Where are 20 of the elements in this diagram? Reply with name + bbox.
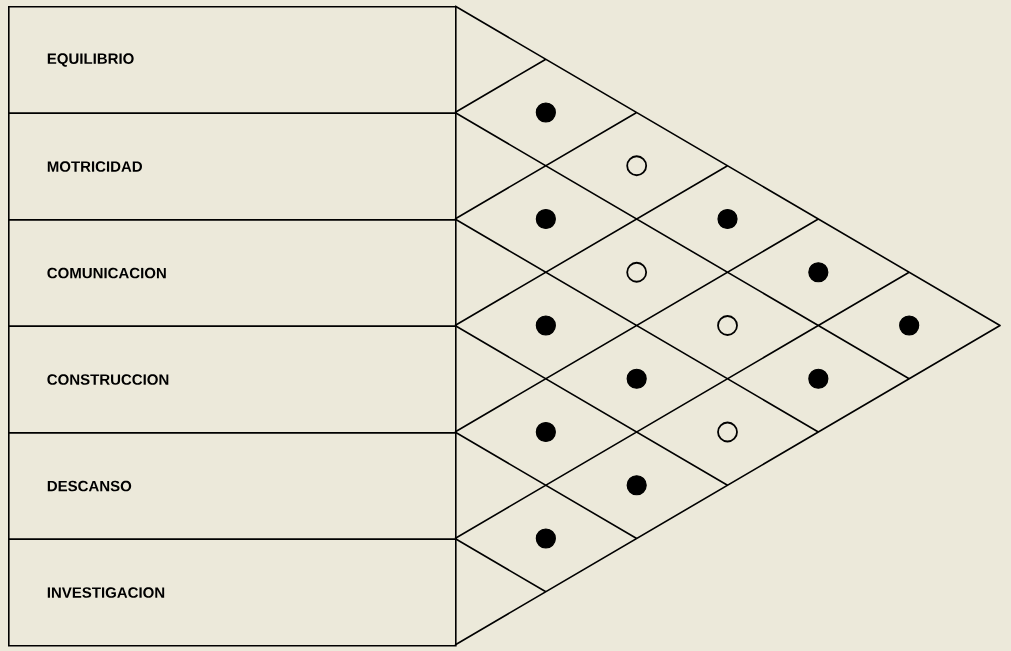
row-label-box: DESCANSO — [8, 432, 457, 541]
filled-dot — [535, 528, 556, 549]
filled-dot — [535, 102, 556, 123]
open-circle — [717, 421, 738, 443]
filled-dot — [626, 368, 647, 389]
row-label-box: CONSTRUCCION — [8, 325, 457, 434]
row-label-box: COMUNICACION — [8, 219, 457, 328]
filled-dot — [808, 368, 829, 389]
filled-dot — [535, 315, 556, 336]
filled-dot — [717, 208, 738, 230]
filled-dot — [535, 208, 556, 230]
filled-dot — [535, 421, 556, 443]
filled-dot — [899, 315, 920, 336]
row-label-box: EQUILIBRIO — [8, 6, 457, 115]
row-label-box: INVESTIGACION — [8, 538, 457, 647]
open-circle — [626, 261, 648, 283]
open-circle — [626, 155, 648, 177]
row-label-box: MOTRICIDAD — [8, 112, 457, 221]
filled-dot — [626, 475, 647, 496]
filled-dot — [808, 262, 829, 283]
